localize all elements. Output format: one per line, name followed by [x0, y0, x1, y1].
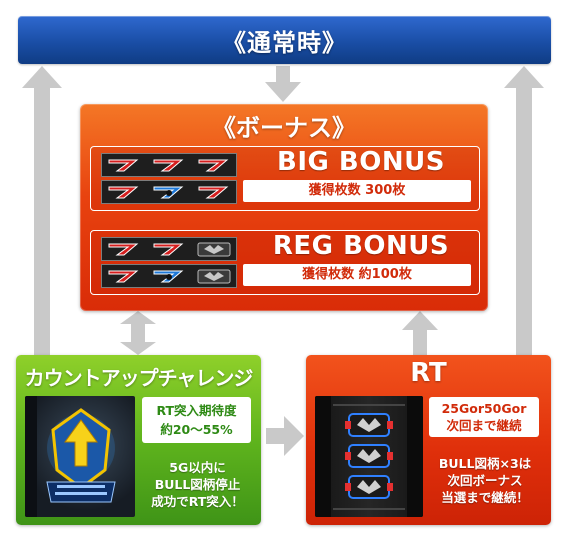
rt-note: BULL図柄×3は 次回ボーナス 当選まで継続！ [424, 455, 546, 506]
reg-bonus-reel-row-2 [101, 264, 237, 288]
arrow-down-normal-to-bonus [265, 66, 301, 102]
arrow-right-challenge-to-rt [266, 416, 304, 456]
big-bonus-payout: 獲得枚数 300枚 [243, 180, 471, 202]
countup-challenge-condition: 5G以内に BULL図柄停止 成功でRT突入！ [140, 459, 255, 510]
reg-bonus-name: REG BONUS [272, 231, 450, 261]
bull-emblem-icon [195, 268, 233, 285]
big-bonus-name: BIG BONUS [277, 147, 445, 177]
bonus-panel-title: 《ボーナス》 [212, 114, 356, 142]
big-bonus-reel-row-1 [101, 153, 237, 177]
countup-challenge-title: カウントアップチャレンジ [24, 366, 254, 390]
arrow-up-rt-to-bonus [402, 311, 438, 355]
rt-games-line-1: 25Gor50Gor [441, 401, 527, 416]
seven-blue-bull-icon [150, 268, 188, 285]
big-bonus-box: BIG BONUS 獲得枚数 300枚 [90, 146, 480, 211]
seven-red-icon [105, 268, 143, 285]
rt-games-callout: 25Gor50Gor 次回まで継続 [429, 397, 539, 437]
reg-bonus-box: REG BONUS 獲得枚数 約100枚 [90, 230, 480, 295]
bonus-panel: 《ボーナス》 BIG BONUS 獲得枚数 300枚 [80, 104, 488, 311]
seven-blue-bull-icon [150, 184, 188, 201]
reg-bonus-reel-row-1 [101, 237, 237, 261]
rt-reels-bull-icon [315, 396, 423, 517]
reg-bonus-payout: 獲得枚数 約100枚 [243, 264, 471, 286]
condition-line-1: 5G以内に [169, 460, 226, 475]
countup-challenge-panel: カウントアップチャレンジ RT突入期待度 約20～55% 5G以内に BULL図… [16, 355, 261, 525]
normal-state-title: 《通常時》 [222, 28, 347, 57]
rt-image [315, 396, 423, 517]
rt-note-line-3: 当選まで継続！ [441, 490, 529, 505]
rt-note-line-2: 次回ボーナス [447, 473, 523, 488]
rt-title: RT [410, 358, 447, 388]
rt-note-line-1: BULL図柄×3は [438, 456, 532, 471]
seven-red-icon [150, 241, 188, 258]
arrow-bonus-challenge-double [120, 311, 156, 355]
arrow-up-right [504, 66, 544, 355]
rt-games-line-2: 次回まで継続 [446, 418, 522, 433]
rt-expectation-label: RT突入期待度 [156, 403, 237, 418]
bull-emblem-icon [195, 241, 233, 258]
seven-red-icon [105, 241, 143, 258]
countup-challenge-emblem-icon [25, 396, 116, 517]
countup-challenge-image [25, 396, 135, 517]
rt-panel: RT [306, 355, 551, 525]
seven-red-icon [195, 184, 233, 201]
seven-red-icon [150, 157, 188, 174]
big-bonus-reel-row-2 [101, 180, 237, 204]
normal-state-banner: 《通常時》 [18, 16, 551, 64]
seven-red-icon [105, 157, 143, 174]
seven-red-icon [195, 157, 233, 174]
condition-line-3: 成功でRT突入！ [151, 494, 244, 509]
seven-red-icon [105, 184, 143, 201]
rt-expectation-value: 約20～55% [160, 422, 233, 437]
rt-expectation-callout: RT突入期待度 約20～55% [142, 397, 251, 443]
condition-line-2: BULL図柄停止 [154, 477, 241, 492]
arrow-up-left [22, 66, 62, 355]
